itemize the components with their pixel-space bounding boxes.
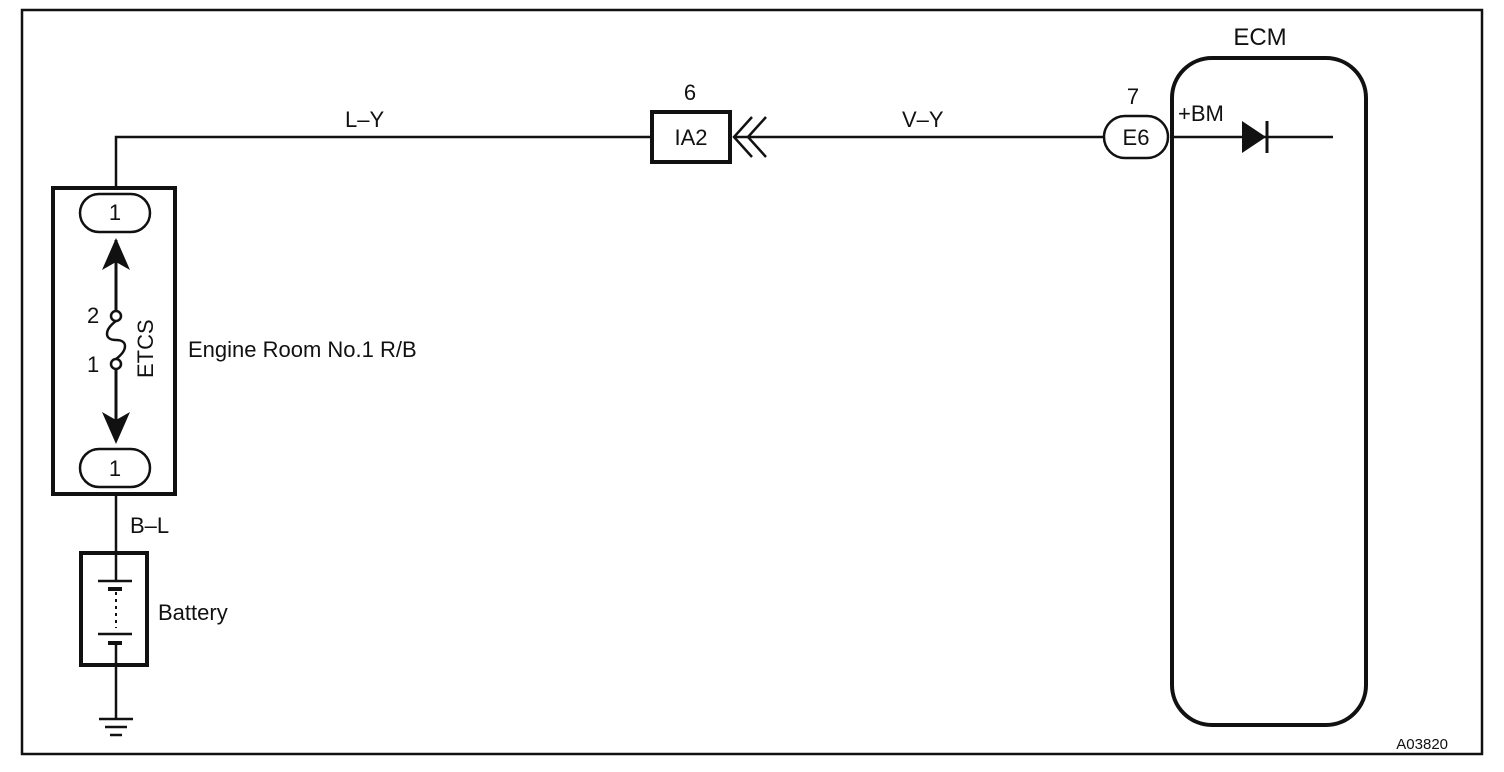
wire-label-b-l: B–L bbox=[130, 513, 169, 538]
fuse-name: ETCS bbox=[133, 319, 158, 378]
fuse-pin-top-label: 2 bbox=[87, 303, 99, 328]
figure-code: A03820 bbox=[1396, 736, 1448, 753]
fuse-pin-bottom-label: 1 bbox=[87, 352, 99, 377]
connector-ia2-label: IA2 bbox=[674, 125, 707, 150]
rb-connector-bottom-label: 1 bbox=[109, 456, 121, 481]
ground-icon bbox=[99, 717, 133, 737]
wire-label-v-y: V–Y bbox=[902, 107, 944, 132]
connector-e6 bbox=[1102, 114, 1170, 160]
rb-connector-top bbox=[78, 192, 152, 234]
diode-icon bbox=[1242, 121, 1266, 153]
wire-label-l-y: L–Y bbox=[345, 107, 384, 132]
connector-e6-number: 7 bbox=[1127, 84, 1139, 109]
ecm-title: ECM bbox=[1233, 24, 1286, 51]
fuse-pin-bottom bbox=[109, 357, 123, 371]
connector-ia2-number: 6 bbox=[684, 80, 696, 105]
relay-block-box bbox=[51, 186, 177, 496]
rb-connector-top-label: 1 bbox=[109, 200, 121, 225]
battery-name: Battery bbox=[158, 600, 228, 625]
battery-box bbox=[79, 551, 149, 667]
connector-ia2 bbox=[650, 110, 732, 164]
diagram-frame bbox=[20, 8, 1484, 756]
ecm-box bbox=[1170, 56, 1368, 727]
rb-connector-bottom bbox=[78, 447, 152, 489]
connector-e6-label: E6 bbox=[1123, 125, 1150, 150]
arrow-up-icon bbox=[102, 238, 130, 270]
arrow-down-icon bbox=[102, 412, 130, 444]
ecm-terminal-label: +BM bbox=[1178, 101, 1224, 126]
wire-l-y bbox=[114, 135, 650, 188]
fuse-icon bbox=[105, 320, 127, 360]
fuse-pin-top bbox=[109, 309, 123, 323]
relay-block-name: Engine Room No.1 R/B bbox=[188, 337, 417, 362]
